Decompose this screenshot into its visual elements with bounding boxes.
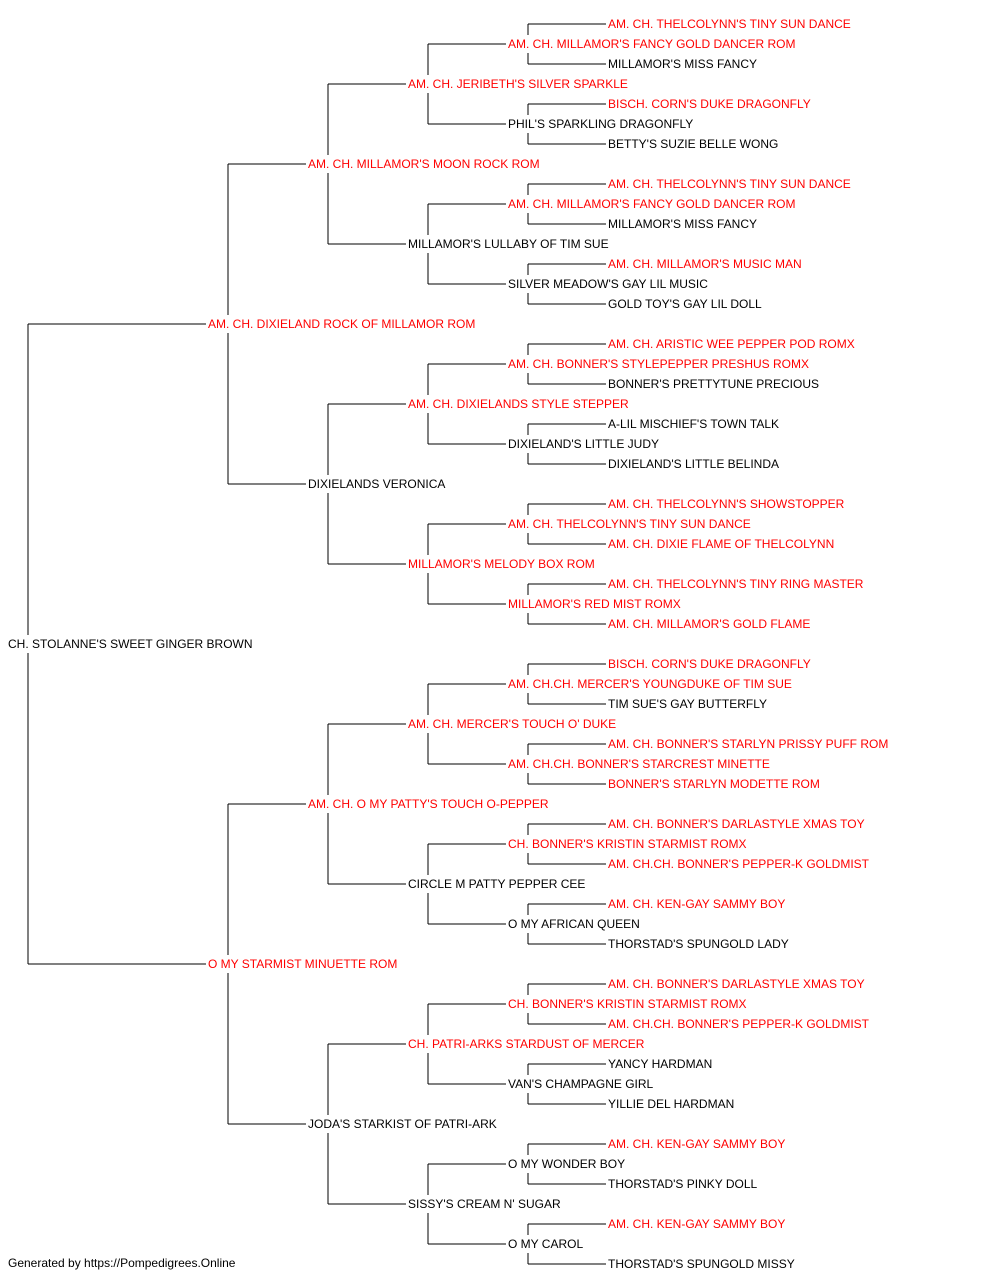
dog-name-gen3: AM. CH. JERIBETH'S SILVER SPARKLE [408, 77, 628, 91]
dog-name-gen5: AM. CH. ARISTIC WEE PEPPER POD ROMX [608, 337, 855, 351]
dog-name-gen5: BISCH. CORN'S DUKE DRAGONFLY [608, 657, 811, 671]
dog-name-gen3: CH. PATRI-ARKS STARDUST OF MERCER [408, 1037, 645, 1051]
dog-name-gen2: AM. CH. MILLAMOR'S MOON ROCK ROM [308, 157, 540, 171]
dog-name-gen5: AM. CH. THELCOLYNN'S SHOWSTOPPER [608, 497, 845, 511]
dog-name-gen5: THORSTAD'S SPUNGOLD LADY [608, 937, 789, 951]
dog-name-gen5: TIM SUE'S GAY BUTTERFLY [608, 697, 767, 711]
dog-name-gen4: AM. CH. THELCOLYNN'S TINY SUN DANCE [508, 517, 751, 531]
dog-name-gen3: MILLAMOR'S MELODY BOX ROM [408, 557, 595, 571]
dog-name-gen4: AM. CH.CH. BONNER'S STARCREST MINETTE [508, 757, 770, 771]
dog-name-gen5: AM. CH.CH. BONNER'S PEPPER-K GOLDMIST [608, 857, 870, 871]
dog-name-gen5: THORSTAD'S SPUNGOLD MISSY [608, 1257, 795, 1271]
dog-name-gen4: CH. BONNER'S KRISTIN STARMIST ROMX [508, 997, 747, 1011]
dog-name-gen5: AM. CH. MILLAMOR'S MUSIC MAN [608, 257, 802, 271]
dog-name-gen5: AM. CH. DIXIE FLAME OF THELCOLYNN [608, 537, 834, 551]
dog-name-gen3: CIRCLE M PATTY PEPPER CEE [408, 877, 585, 891]
dog-name-gen5: AM. CH. BONNER'S DARLASTYLE XMAS TOY [608, 977, 865, 991]
dog-name-gen5: AM. CH. BONNER'S STARLYN PRISSY PUFF ROM [608, 737, 888, 751]
dog-name-gen4: AM. CH. MILLAMOR'S FANCY GOLD DANCER ROM [508, 37, 795, 51]
dog-name-gen5: YILLIE DEL HARDMAN [608, 1097, 734, 1111]
dog-name-gen1: AM. CH. DIXIELAND ROCK OF MILLAMOR ROM [208, 317, 475, 331]
dog-name-gen4: O MY AFRICAN QUEEN [508, 917, 640, 931]
dog-name-gen5: AM. CH.CH. BONNER'S PEPPER-K GOLDMIST [608, 1017, 870, 1031]
dog-name-gen4: MILLAMOR'S RED MIST ROMX [508, 597, 681, 611]
dog-name-gen4: PHIL'S SPARKLING DRAGONFLY [508, 117, 693, 131]
dog-name-gen4: O MY WONDER BOY [508, 1157, 625, 1171]
footer-credit: Generated by https://Pompedigrees.Online [8, 1256, 236, 1270]
dog-name-gen3: SISSY'S CREAM N' SUGAR [408, 1197, 561, 1211]
dog-name-gen5: BONNER'S STARLYN MODETTE ROM [608, 777, 820, 791]
dog-name-gen1: O MY STARMIST MINUETTE ROM [208, 957, 397, 971]
dog-name-gen4: VAN'S CHAMPAGNE GIRL [508, 1077, 654, 1091]
dog-name-gen5: AM. CH. BONNER'S DARLASTYLE XMAS TOY [608, 817, 865, 831]
dog-name-gen4: CH. BONNER'S KRISTIN STARMIST ROMX [508, 837, 747, 851]
dog-name-gen2: AM. CH. O MY PATTY'S TOUCH O-PEPPER [308, 797, 549, 811]
dog-name-gen4: AM. CH. BONNER'S STYLEPEPPER PRESHUS ROM… [508, 357, 809, 371]
dog-name-gen3: MILLAMOR'S LULLABY OF TIM SUE [408, 237, 609, 251]
dog-name-gen3: AM. CH. MERCER'S TOUCH O' DUKE [408, 717, 616, 731]
dog-name-gen4: AM. CH. MILLAMOR'S FANCY GOLD DANCER ROM [508, 197, 795, 211]
dog-name-gen5: AM. CH. KEN-GAY SAMMY BOY [608, 1217, 785, 1231]
dog-name-gen5: BONNER'S PRETTYTUNE PRECIOUS [608, 377, 819, 391]
dog-name-gen5: YANCY HARDMAN [608, 1057, 712, 1071]
dog-name-gen5: AM. CH. KEN-GAY SAMMY BOY [608, 1137, 785, 1151]
dog-name-gen5: AM. CH. THELCOLYNN'S TINY RING MASTER [608, 577, 864, 591]
dog-name-gen5: BISCH. CORN'S DUKE DRAGONFLY [608, 97, 811, 111]
dog-name-gen5: AM. CH. THELCOLYNN'S TINY SUN DANCE [608, 17, 851, 31]
dog-name-gen5: A-LIL MISCHIEF'S TOWN TALK [608, 417, 779, 431]
dog-name-gen0: CH. STOLANNE'S SWEET GINGER BROWN [8, 637, 253, 651]
dog-name-gen5: AM. CH. KEN-GAY SAMMY BOY [608, 897, 785, 911]
dog-name-gen2: JODA'S STARKIST OF PATRI-ARK [308, 1117, 497, 1131]
dog-name-gen5: AM. CH. THELCOLYNN'S TINY SUN DANCE [608, 177, 851, 191]
dog-name-gen5: MILLAMOR'S MISS FANCY [608, 57, 757, 71]
dog-name-gen4: SILVER MEADOW'S GAY LIL MUSIC [508, 277, 708, 291]
dog-name-gen5: BETTY'S SUZIE BELLE WONG [608, 137, 778, 151]
dog-name-gen5: AM. CH. MILLAMOR'S GOLD FLAME [608, 617, 810, 631]
dog-name-gen5: DIXIELAND'S LITTLE BELINDA [608, 457, 779, 471]
dog-name-gen5: GOLD TOY'S GAY LIL DOLL [608, 297, 762, 311]
dog-name-gen4: AM. CH.CH. MERCER'S YOUNGDUKE OF TIM SUE [508, 677, 792, 691]
dog-name-gen5: THORSTAD'S PINKY DOLL [608, 1177, 758, 1191]
dog-name-gen2: DIXIELANDS VERONICA [308, 477, 445, 491]
dog-name-gen5: MILLAMOR'S MISS FANCY [608, 217, 757, 231]
dog-name-gen4: O MY CAROL [508, 1237, 583, 1251]
dog-name-gen4: DIXIELAND'S LITTLE JUDY [508, 437, 659, 451]
dog-name-gen3: AM. CH. DIXIELANDS STYLE STEPPER [408, 397, 629, 411]
